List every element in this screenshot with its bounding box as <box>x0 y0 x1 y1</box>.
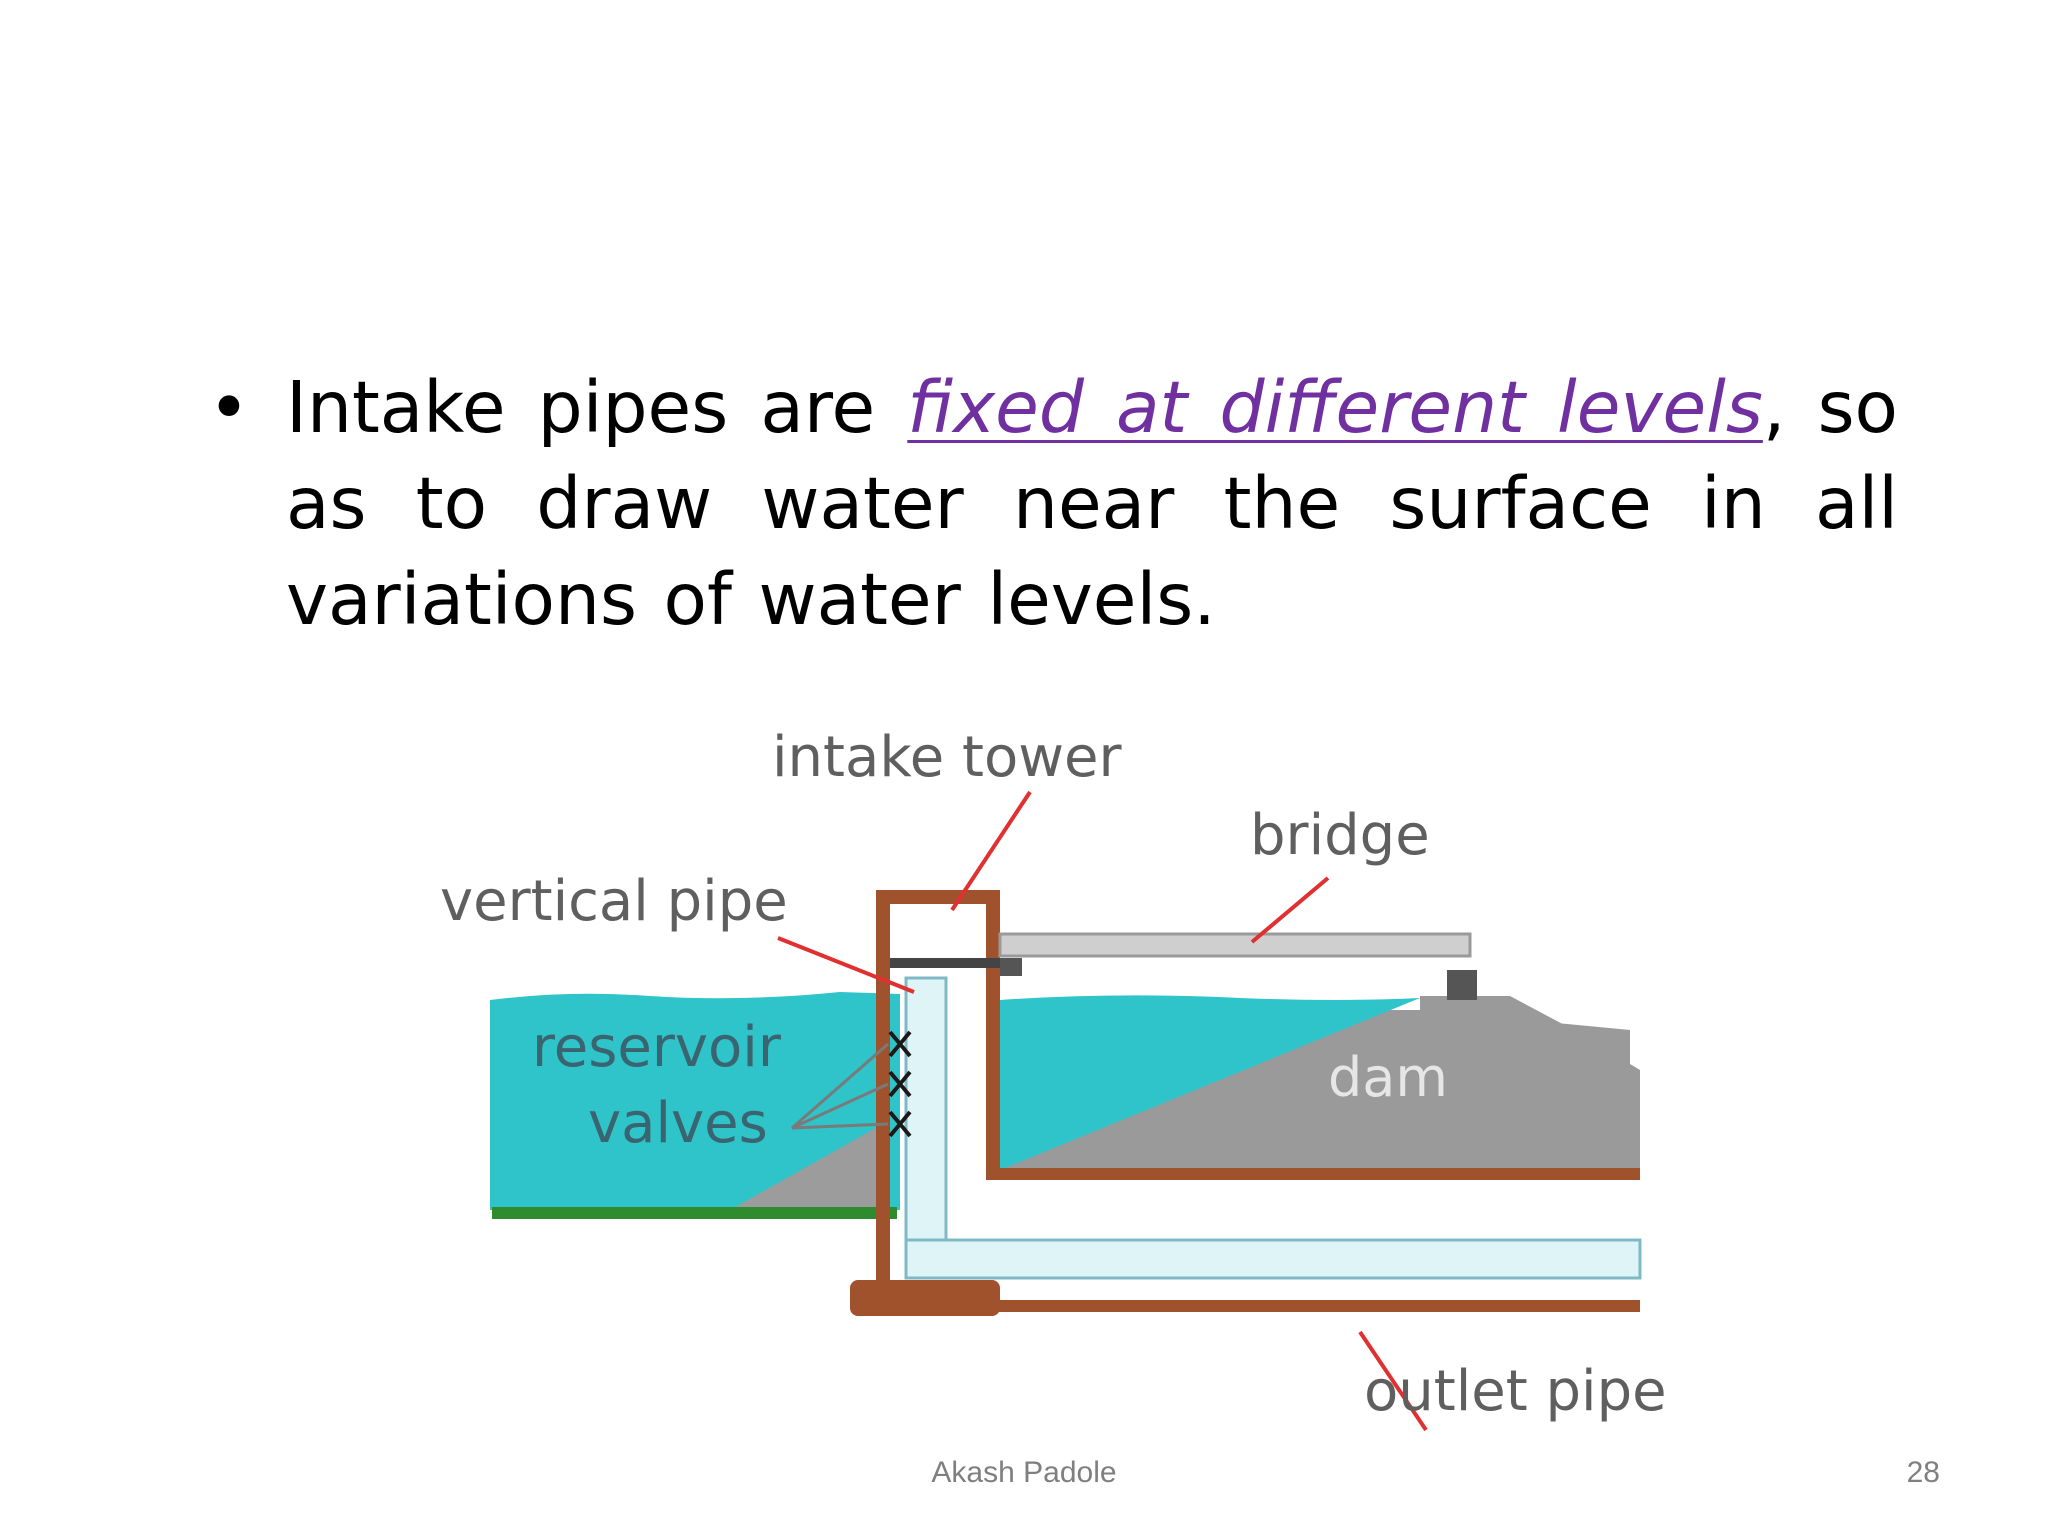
intake-tower-svg: intake tower bridge vertical pipe reserv… <box>440 725 1667 1432</box>
label-intake-tower: intake tower <box>772 725 1122 790</box>
vertical-pipe <box>904 976 948 1280</box>
valve-1 <box>888 1030 912 1058</box>
label-outlet-pipe: outlet pipe <box>1364 1359 1667 1424</box>
outlet-pipe <box>904 1238 1642 1280</box>
outlet-casing-top <box>986 1168 1640 1180</box>
hyperlink-fixed-levels[interactable]: fixed at different levels <box>907 366 1763 449</box>
label-valves: valves <box>588 1091 768 1156</box>
bullet-text: Intake pipes are fixed at different leve… <box>286 360 1898 648</box>
dam-water <box>1000 995 1420 1170</box>
label-dam: dam <box>1328 1046 1448 1109</box>
label-bridge: bridge <box>1250 803 1430 868</box>
bridge-end <box>1000 958 1022 976</box>
tower-right-wall <box>986 890 1000 1180</box>
footer-author: Akash Padole <box>931 1456 1117 1489</box>
bullet-marker: • <box>208 366 250 449</box>
bullet-text-start: Intake pipes are <box>286 366 908 449</box>
tower-deck <box>890 958 1000 968</box>
reservoir-bed <box>730 1120 890 1210</box>
valve-2 <box>888 1070 912 1098</box>
outlet-casing-bottom <box>890 1300 1640 1312</box>
intake-tower-diagram: intake tower bridge vertical pipe reserv… <box>420 710 1720 1450</box>
pointer-bridge <box>1250 876 1330 944</box>
reservoir-water <box>490 992 900 1210</box>
pointer-vertical-pipe <box>777 936 915 994</box>
bridge-support <box>1447 970 1477 1000</box>
pointer-intake-tower <box>950 790 1032 912</box>
pointer-valves <box>791 1042 889 1130</box>
valve-3 <box>888 1110 912 1138</box>
label-vertical-pipe: vertical pipe <box>440 869 788 934</box>
bridge-deck <box>998 932 1472 958</box>
bullet-text-end: , so as to draw water near the surface i… <box>286 366 1898 641</box>
ground-line <box>492 1207 897 1219</box>
tower-left-wall <box>876 890 890 1290</box>
tower-roof <box>876 890 1000 904</box>
pointer-outlet-pipe <box>1358 1330 1428 1432</box>
page-number: 28 <box>1906 1456 1940 1489</box>
label-reservoir: reservoir <box>532 1015 782 1080</box>
bullet-paragraph: • Intake pipes are fixed at different le… <box>208 360 1898 648</box>
dam-slope <box>1420 996 1640 1170</box>
